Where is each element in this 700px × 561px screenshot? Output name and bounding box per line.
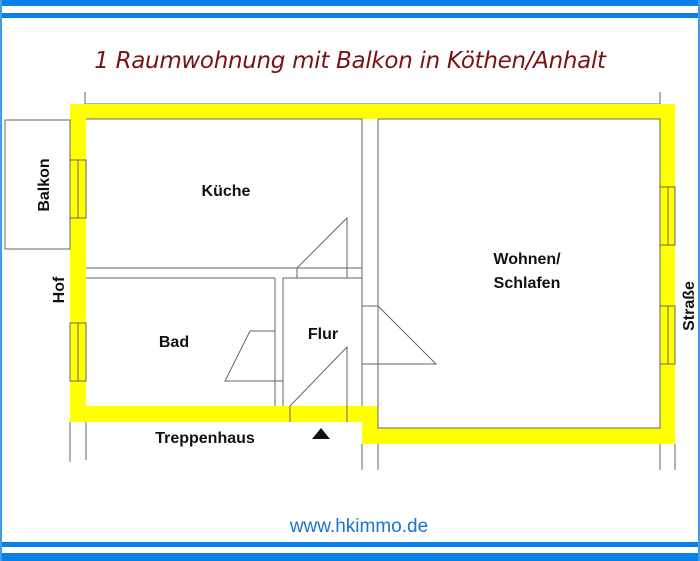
label-balcony: Balkon bbox=[36, 158, 53, 211]
room-label-living-line2: Schlafen bbox=[494, 275, 561, 292]
frame-bottom-line bbox=[0, 542, 700, 547]
frame-bottom-bar bbox=[0, 553, 700, 561]
frame-left bbox=[0, 0, 2, 561]
label-courtyard: Hof bbox=[51, 276, 68, 303]
exterior-walls bbox=[70, 104, 675, 444]
frame-top-line bbox=[0, 13, 700, 18]
website-link[interactable]: www.hkimmo.de bbox=[289, 516, 429, 537]
room-label-bath: Bad bbox=[159, 334, 189, 351]
room-label-stairwell: Treppenhaus bbox=[155, 430, 255, 447]
entrance-arrow-icon bbox=[312, 428, 330, 439]
room-label-hall: Flur bbox=[308, 326, 338, 343]
room-label-kitchen: Küche bbox=[202, 183, 251, 200]
frame-right bbox=[698, 0, 700, 561]
page-title: 1 Raumwohnung mit Balkon in Köthen/Anhal… bbox=[94, 48, 606, 74]
frame-top-bar bbox=[0, 0, 700, 6]
label-street: Straße bbox=[681, 281, 698, 331]
room-label-living: Wohnen/ bbox=[493, 251, 561, 268]
